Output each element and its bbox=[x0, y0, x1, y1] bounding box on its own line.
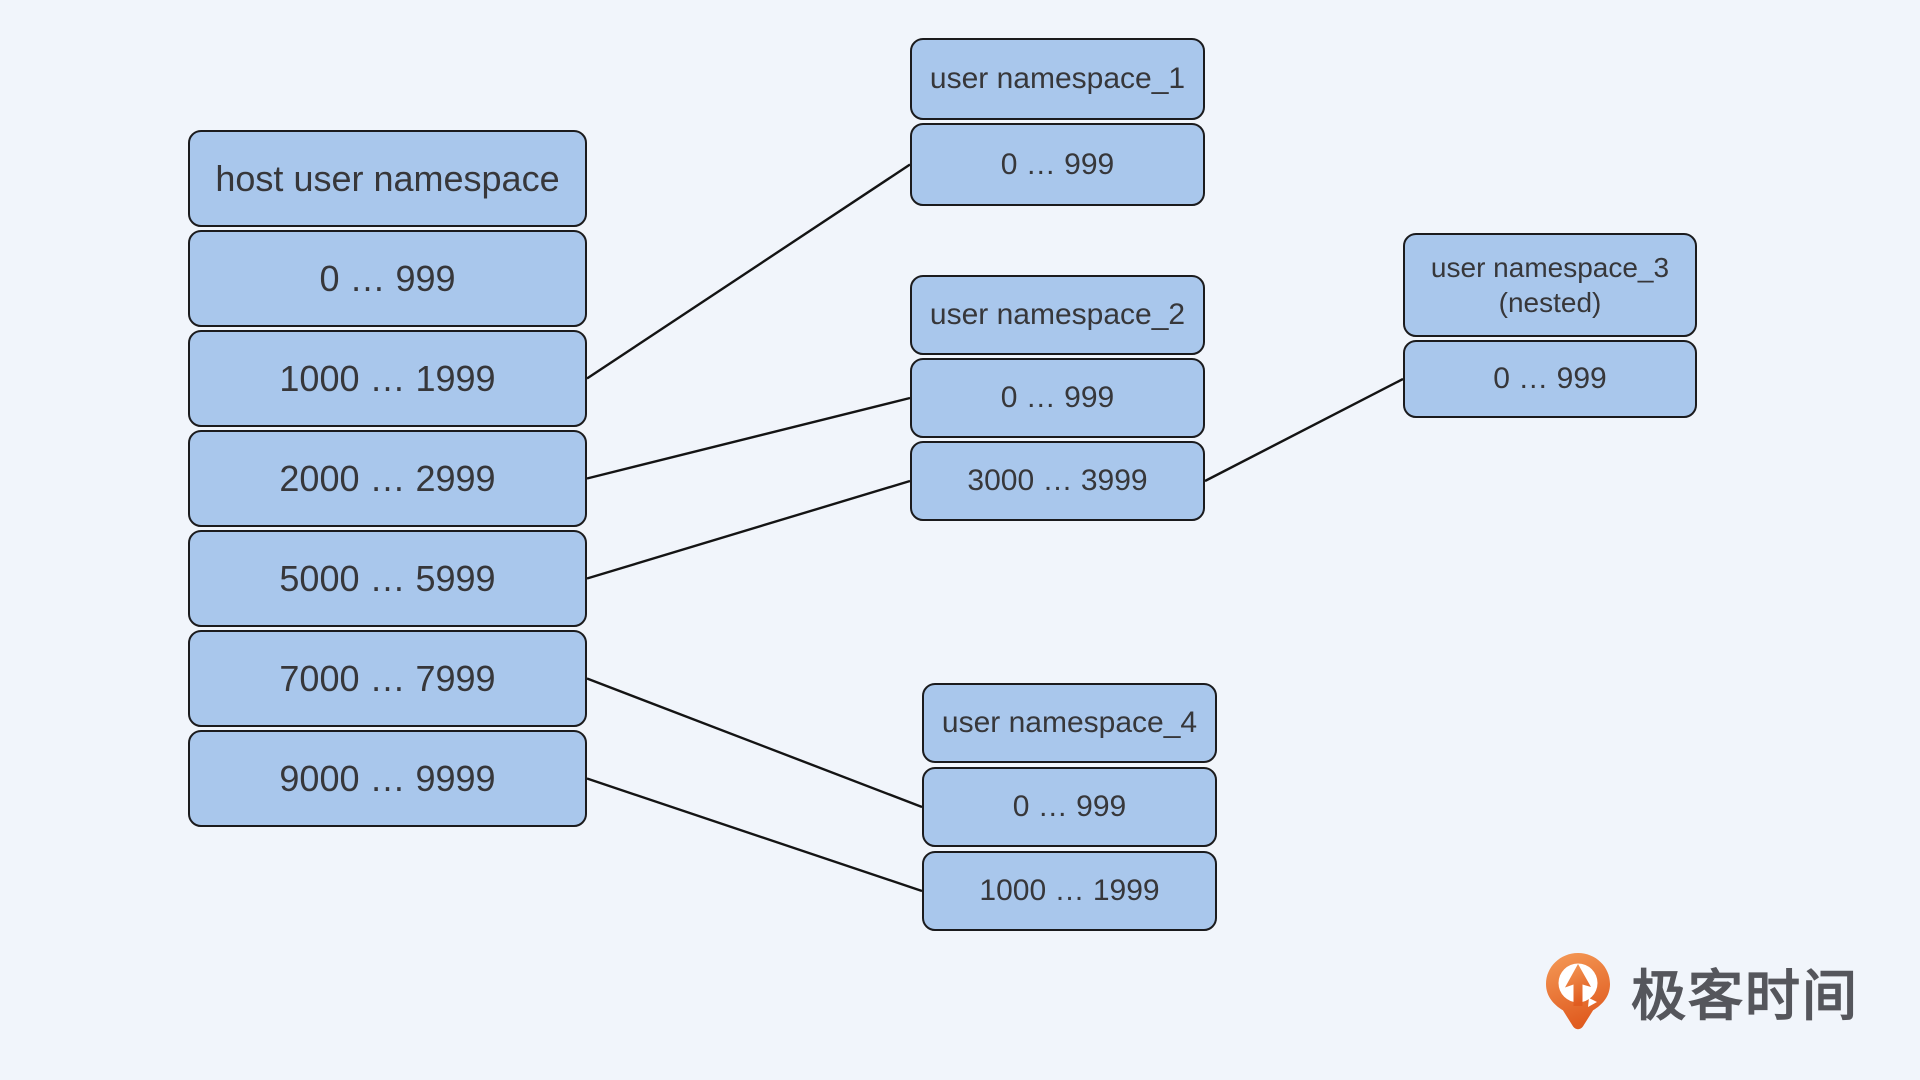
namespace-3-subtitle: (nested) bbox=[1498, 287, 1602, 318]
namespace-2-range-3000-3999: 3000 … 3999 bbox=[910, 441, 1205, 521]
namespace-4-range-1000-1999: 1000 … 1999 bbox=[922, 851, 1217, 931]
host-range-5000-5999: 5000 … 5999 bbox=[188, 530, 587, 627]
group-user-namespace-4: user namespace_4 0 … 999 1000 … 1999 bbox=[922, 683, 1217, 931]
namespace-3-title-box: user namespace_3 (nested) bbox=[1403, 233, 1697, 337]
host-range-1000-1999: 1000 … 1999 bbox=[188, 330, 587, 427]
host-namespace-title-box: host user namespace bbox=[188, 130, 587, 227]
host-range-2000-2999: 2000 … 2999 bbox=[188, 430, 587, 527]
namespace-2-range-0-999: 0 … 999 bbox=[910, 358, 1205, 438]
group-host-user-namespace: host user namespace 0 … 999 1000 … 1999 … bbox=[188, 130, 587, 827]
host-range-0-999: 0 … 999 bbox=[188, 230, 587, 327]
group-user-namespace-2: user namespace_2 0 … 999 3000 … 3999 bbox=[910, 275, 1205, 521]
namespace-1-range-0-999: 0 … 999 bbox=[910, 123, 1205, 206]
geektime-logo: 极客时间 bbox=[1545, 951, 1859, 1031]
geektime-pin-icon bbox=[1546, 953, 1610, 1030]
group-user-namespace-1: user namespace_1 0 … 999 bbox=[910, 38, 1205, 206]
group-user-namespace-3: user namespace_3 (nested) 0 … 999 bbox=[1403, 233, 1697, 418]
namespace-3-range-0-999: 0 … 999 bbox=[1403, 340, 1697, 418]
namespace-4-range-0-999: 0 … 999 bbox=[922, 767, 1217, 847]
namespace-4-title-box: user namespace_4 bbox=[922, 683, 1217, 763]
host-range-9000-9999: 9000 … 9999 bbox=[188, 730, 587, 827]
namespace-2-title-box: user namespace_2 bbox=[910, 275, 1205, 355]
namespace-3-title: user namespace_3 bbox=[1430, 252, 1670, 283]
geektime-logo-text: 极客时间 bbox=[1631, 965, 1860, 1027]
host-range-7000-7999: 7000 … 7999 bbox=[188, 630, 587, 727]
namespace-1-title-box: user namespace_1 bbox=[910, 38, 1205, 120]
